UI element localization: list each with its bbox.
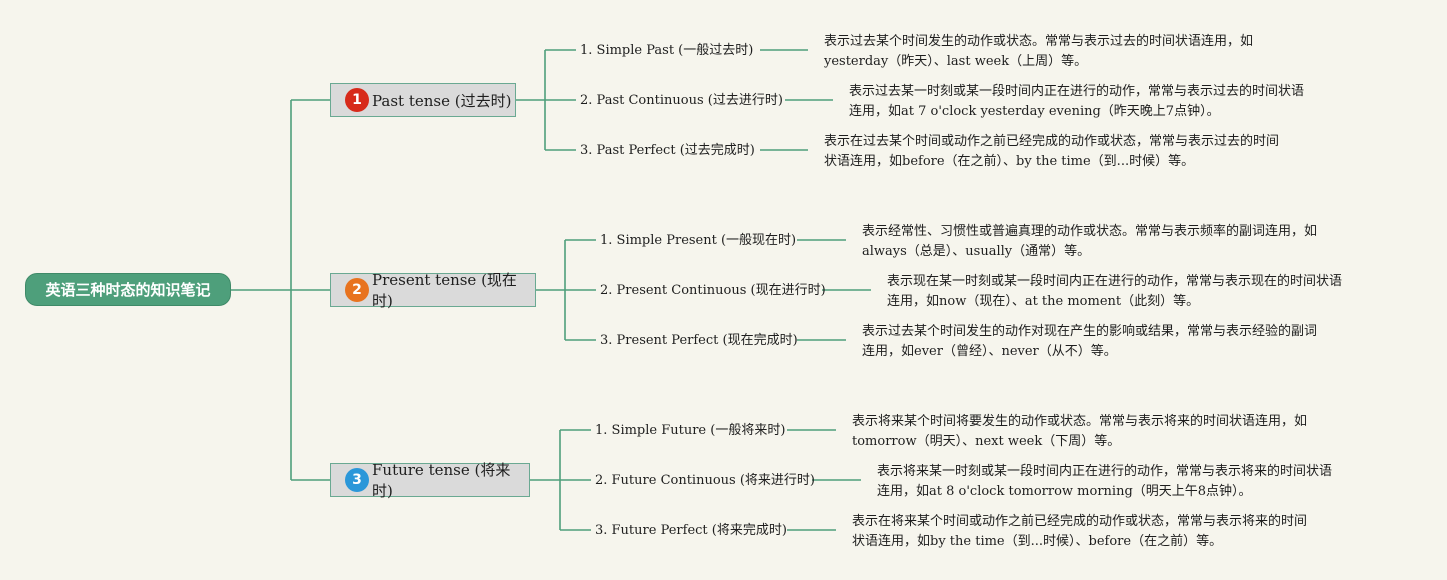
desc-simple-past: 表示过去某个时间发生的动作或状态。常常与表示过去的时间状语连用，如 yester… <box>824 32 1253 72</box>
branch-label: Future tense (将来时) <box>372 461 511 500</box>
desc-future-continuous: 表示将来某一时刻或某一段时间内正在进行的动作，常常与表示将来的时间状语 连用，如… <box>877 462 1332 502</box>
desc-line: 表示过去某个时间发生的动作对现在产生的影响或结果，常常与表示经验的副词 <box>862 324 1318 339</box>
desc-line: 表示过去某个时间发生的动作或状态。常常与表示过去的时间状语连用，如 <box>824 34 1254 49</box>
branch-past-tense[interactable]: 1 Past tense (过去时) <box>330 83 516 117</box>
leaf-future-continuous[interactable]: 2. Future Continuous (将来进行时) <box>595 473 815 488</box>
leaf-simple-past[interactable]: 1. Simple Past (一般过去时) <box>580 43 754 58</box>
desc-line: 表示现在某一时刻或某一段时间内正在进行的动作，常常与表示现在的时间状语 <box>887 274 1343 289</box>
leaf-future-perfect[interactable]: 3. Future Perfect (将来完成时) <box>595 523 787 538</box>
desc-line: 表示将来某一时刻或某一段时间内正在进行的动作，常常与表示将来的时间状语 <box>877 464 1333 479</box>
branch-label: Present tense (现在时) <box>372 271 517 310</box>
desc-line: 连用，如at 8 o'clock tomorrow morning（明天上午8点… <box>877 484 1252 499</box>
desc-line: 表示过去某一时刻或某一段时间内正在进行的动作，常常与表示过去的时间状语 <box>849 84 1305 99</box>
desc-past-perfect: 表示在过去某个时间或动作之前已经完成的动作或状态，常常与表示过去的时间 状语连用… <box>824 132 1279 172</box>
desc-simple-future: 表示将来某个时间将要发生的动作或状态。常常与表示将来的时间状语连用，如 tomo… <box>852 412 1307 452</box>
desc-present-perfect: 表示过去某个时间发生的动作对现在产生的影响或结果，常常与表示经验的副词 连用，如… <box>862 322 1317 362</box>
desc-line: always（总是）、usually（通常）等。 <box>862 244 1091 259</box>
branch-future-tense[interactable]: 3 Future tense (将来时) <box>330 461 530 500</box>
desc-line: 连用，如at 7 o'clock yesterday evening（昨天晚上7… <box>849 104 1220 119</box>
badge-2-icon: 2 <box>345 278 369 302</box>
desc-line: 连用，如ever（曾经）、never（从不）等。 <box>862 344 1117 359</box>
desc-line: tomorrow（明天）、next week（下周）等。 <box>852 434 1121 449</box>
leaf-present-perfect[interactable]: 3. Present Perfect (现在完成时) <box>600 333 798 348</box>
desc-simple-present: 表示经常性、习惯性或普遍真理的动作或状态。常常与表示频率的副词连用，如 alwa… <box>862 222 1317 262</box>
desc-line: yesterday（昨天）、last week（上周）等。 <box>824 54 1088 69</box>
desc-line: 状语连用，如by the time（到...时候）、before（在之前）等。 <box>852 534 1223 549</box>
leaf-past-perfect[interactable]: 3. Past Perfect (过去完成时) <box>580 143 755 158</box>
desc-line: 表示在过去某个时间或动作之前已经完成的动作或状态，常常与表示过去的时间 <box>824 134 1280 149</box>
root-node[interactable]: 英语三种时态的知识笔记 <box>25 273 231 306</box>
leaf-simple-present[interactable]: 1. Simple Present (一般现在时) <box>600 233 797 248</box>
leaf-simple-future[interactable]: 1. Simple Future (一般将来时) <box>595 423 786 438</box>
desc-line: 表示经常性、习惯性或普遍真理的动作或状态。常常与表示频率的副词连用，如 <box>862 224 1318 239</box>
desc-past-continuous: 表示过去某一时刻或某一段时间内正在进行的动作，常常与表示过去的时间状语 连用，如… <box>849 82 1304 122</box>
desc-present-continuous: 表示现在某一时刻或某一段时间内正在进行的动作，常常与表示现在的时间状语 连用，如… <box>887 272 1342 312</box>
leaf-past-continuous[interactable]: 2. Past Continuous (过去进行时) <box>580 93 783 108</box>
desc-line: 状语连用，如before（在之前）、by the time（到...时候）等。 <box>824 154 1195 169</box>
desc-line: 表示将来某个时间将要发生的动作或状态。常常与表示将来的时间状语连用，如 <box>852 414 1308 429</box>
badge-3-icon: 3 <box>345 468 369 492</box>
branch-present-tense[interactable]: 2 Present tense (现在时) <box>330 271 536 310</box>
desc-line: 连用，如now（现在）、at the moment（此刻）等。 <box>887 294 1200 309</box>
root-label: 英语三种时态的知识笔记 <box>45 281 211 299</box>
badge-1-icon: 1 <box>345 88 369 112</box>
branch-label: Past tense (过去时) <box>372 91 512 110</box>
desc-line: 表示在将来某个时间或动作之前已经完成的动作或状态，常常与表示将来的时间 <box>852 514 1308 529</box>
leaf-present-continuous[interactable]: 2. Present Continuous (现在进行时) <box>600 283 826 298</box>
desc-future-perfect: 表示在将来某个时间或动作之前已经完成的动作或状态，常常与表示将来的时间 状语连用… <box>852 512 1307 552</box>
